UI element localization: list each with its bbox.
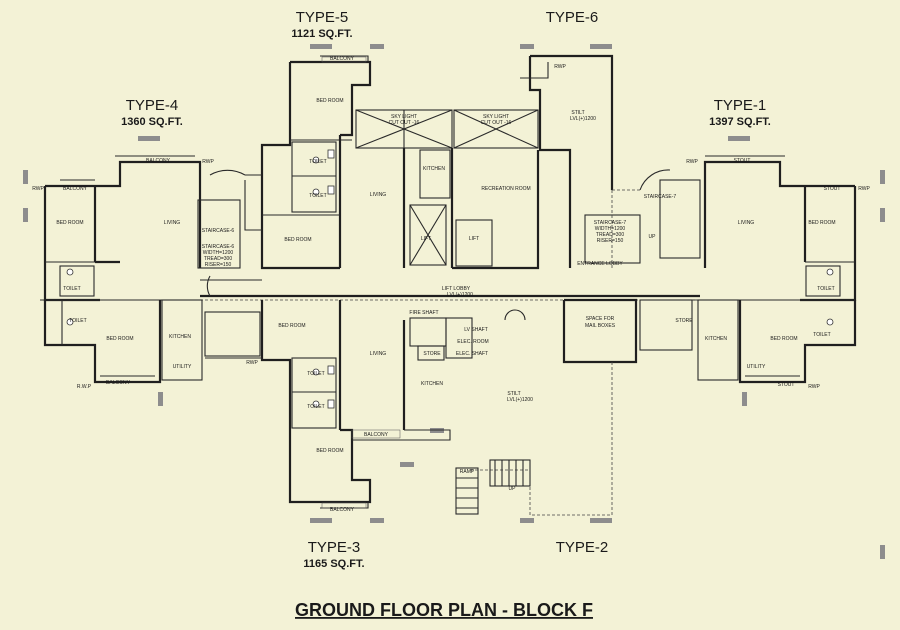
label-living: LIVING <box>370 351 387 357</box>
unit-type5-name: TYPE-5 <box>296 9 349 26</box>
label-rwp: RWP <box>686 159 698 165</box>
label-rwp: RWP <box>246 360 258 366</box>
label-lift: LIFT <box>469 236 479 242</box>
label-rwp: RWP <box>858 186 870 192</box>
unit-type1-area: 1397 SQ.FT. <box>709 116 771 128</box>
label-balcony: BALCONY <box>146 158 171 164</box>
label-toilet: TOILET <box>817 286 834 292</box>
unit-type2-name: TYPE-2 <box>556 539 609 556</box>
label-skylight: SKY LIGHT <box>483 114 509 120</box>
label-rwp: RWP <box>808 384 820 390</box>
label-kitchen: KITCHEN <box>421 381 443 387</box>
label-up: UP <box>509 486 517 492</box>
block-bottom <box>260 298 638 516</box>
label-lift: LIFT <box>421 236 431 242</box>
label-utility: UTILITY <box>173 364 192 370</box>
label-balcony: BALCONY <box>364 432 389 438</box>
label-mailboxes-1: SPACE FOR <box>586 316 615 322</box>
label-ramp: RAMP <box>460 469 475 475</box>
label-stout: STOUT <box>734 158 751 164</box>
label-balcony: BALCONY <box>106 380 131 386</box>
label-bed-room: BED ROOM <box>770 336 797 342</box>
label-toilet: TOILET <box>307 404 324 410</box>
label-balcony: BALCONY <box>330 507 355 513</box>
label-living: LIVING <box>738 220 755 226</box>
label-store: STORE <box>423 351 441 357</box>
label-width: WIDTH=1200 <box>203 250 234 256</box>
wing-right-top <box>639 155 857 302</box>
label-tread: TREAD=300 <box>204 256 232 262</box>
block-top <box>260 54 641 270</box>
label-kitchen: KITCHEN <box>423 166 445 172</box>
label-bed-room: BED ROOM <box>316 448 343 454</box>
label-store: STORE <box>675 318 693 324</box>
plan-title: GROUND FLOOR PLAN - BLOCK F <box>295 600 593 620</box>
label-width: WIDTH=1200 <box>595 226 626 232</box>
label-lv-shaft: LV SHAFT <box>464 327 488 333</box>
label-living: LIVING <box>164 220 181 226</box>
label-lift-lobby: LIFT LOBBY <box>442 286 471 292</box>
unit-type6-name: TYPE-6 <box>546 9 599 26</box>
unit-type5-area: 1121 SQ.FT. <box>291 28 352 40</box>
label-bed-room: BED ROOM <box>106 336 133 342</box>
label-utility: UTILITY <box>747 364 766 370</box>
label-kitchen: KITCHEN <box>705 336 727 342</box>
label-stout: STOUT <box>824 186 841 192</box>
label-up: UP <box>649 234 657 240</box>
label-rwp: RWP <box>554 64 566 70</box>
label-bed-room: BED ROOM <box>278 323 305 329</box>
label-level: LVL(+)1200 <box>570 116 596 122</box>
label-entrance-lobby: ENTRANCE LOBBY <box>577 261 623 267</box>
label-toilet: TOILET <box>69 318 86 324</box>
unit-type3-area: 1165 SQ.FT. <box>303 558 364 570</box>
grid-markers <box>23 44 885 559</box>
label-recreation-room: RECREATION ROOM <box>481 186 530 192</box>
label-bed-room: BED ROOM <box>316 98 343 104</box>
label-elec-shaft: ELEC. SHAFT <box>456 351 488 357</box>
label-kitchen: KITCHEN <box>169 334 191 340</box>
label-staircase-6: STAIRCASE-6 <box>202 244 235 250</box>
label-toilet: TOILET <box>309 193 326 199</box>
label-level: LVL(+)1200 <box>447 292 473 298</box>
label-fire-shaft: FIRE SHAFT <box>409 310 438 316</box>
label-toilet: TOILET <box>307 371 324 377</box>
label-cutout: CUT OUT -16 <box>389 120 420 126</box>
label-skylight: SKY LIGHT <box>391 114 417 120</box>
label-rwp-dot: R.W.P <box>77 384 92 390</box>
label-stilt: STILT <box>507 391 520 397</box>
label-staircase-6: STAIRCASE-6 <box>202 228 235 234</box>
label-riser: RISER=150 <box>597 238 624 244</box>
label-rwp: RWP <box>202 159 214 165</box>
unit-type4-area: 1360 SQ.FT. <box>121 116 183 128</box>
label-balcony: BALCONY <box>63 186 88 192</box>
label-tread: TREAD=300 <box>596 232 624 238</box>
label-mailboxes-2: MAIL BOXES <box>585 323 616 329</box>
label-bed-room: BED ROOM <box>284 237 311 243</box>
label-staircase-7: STAIRCASE-7 <box>594 220 627 226</box>
label-toilet: TOILET <box>63 286 80 292</box>
label-elec-room: ELEC. ROOM <box>457 339 488 345</box>
label-level: LVL(+)1200 <box>507 397 533 403</box>
label-stilt: STILT <box>571 110 584 116</box>
label-bed-room: BED ROOM <box>56 220 83 226</box>
unit-type3-name: TYPE-3 <box>308 539 361 556</box>
unit-type4-name: TYPE-4 <box>126 97 179 114</box>
corridor <box>200 275 700 321</box>
label-riser: RISER=150 <box>205 262 232 268</box>
label-toilet: TOILET <box>309 159 326 165</box>
label-toilet: TOILET <box>813 332 830 338</box>
unit-type1-name: TYPE-1 <box>714 97 767 114</box>
label-bed-room: BED ROOM <box>808 220 835 226</box>
label-cutout: CUT OUT -16 <box>481 120 512 126</box>
label-rwp: RWP <box>32 186 44 192</box>
label-staircase-7: STAIRCASE-7 <box>644 194 677 200</box>
wing-right-bottom <box>639 299 857 384</box>
label-living: LIVING <box>370 192 387 198</box>
label-balcony: BALCONY <box>330 56 355 62</box>
label-stout: STOUT <box>778 382 795 388</box>
wing-left-bottom <box>43 299 262 384</box>
